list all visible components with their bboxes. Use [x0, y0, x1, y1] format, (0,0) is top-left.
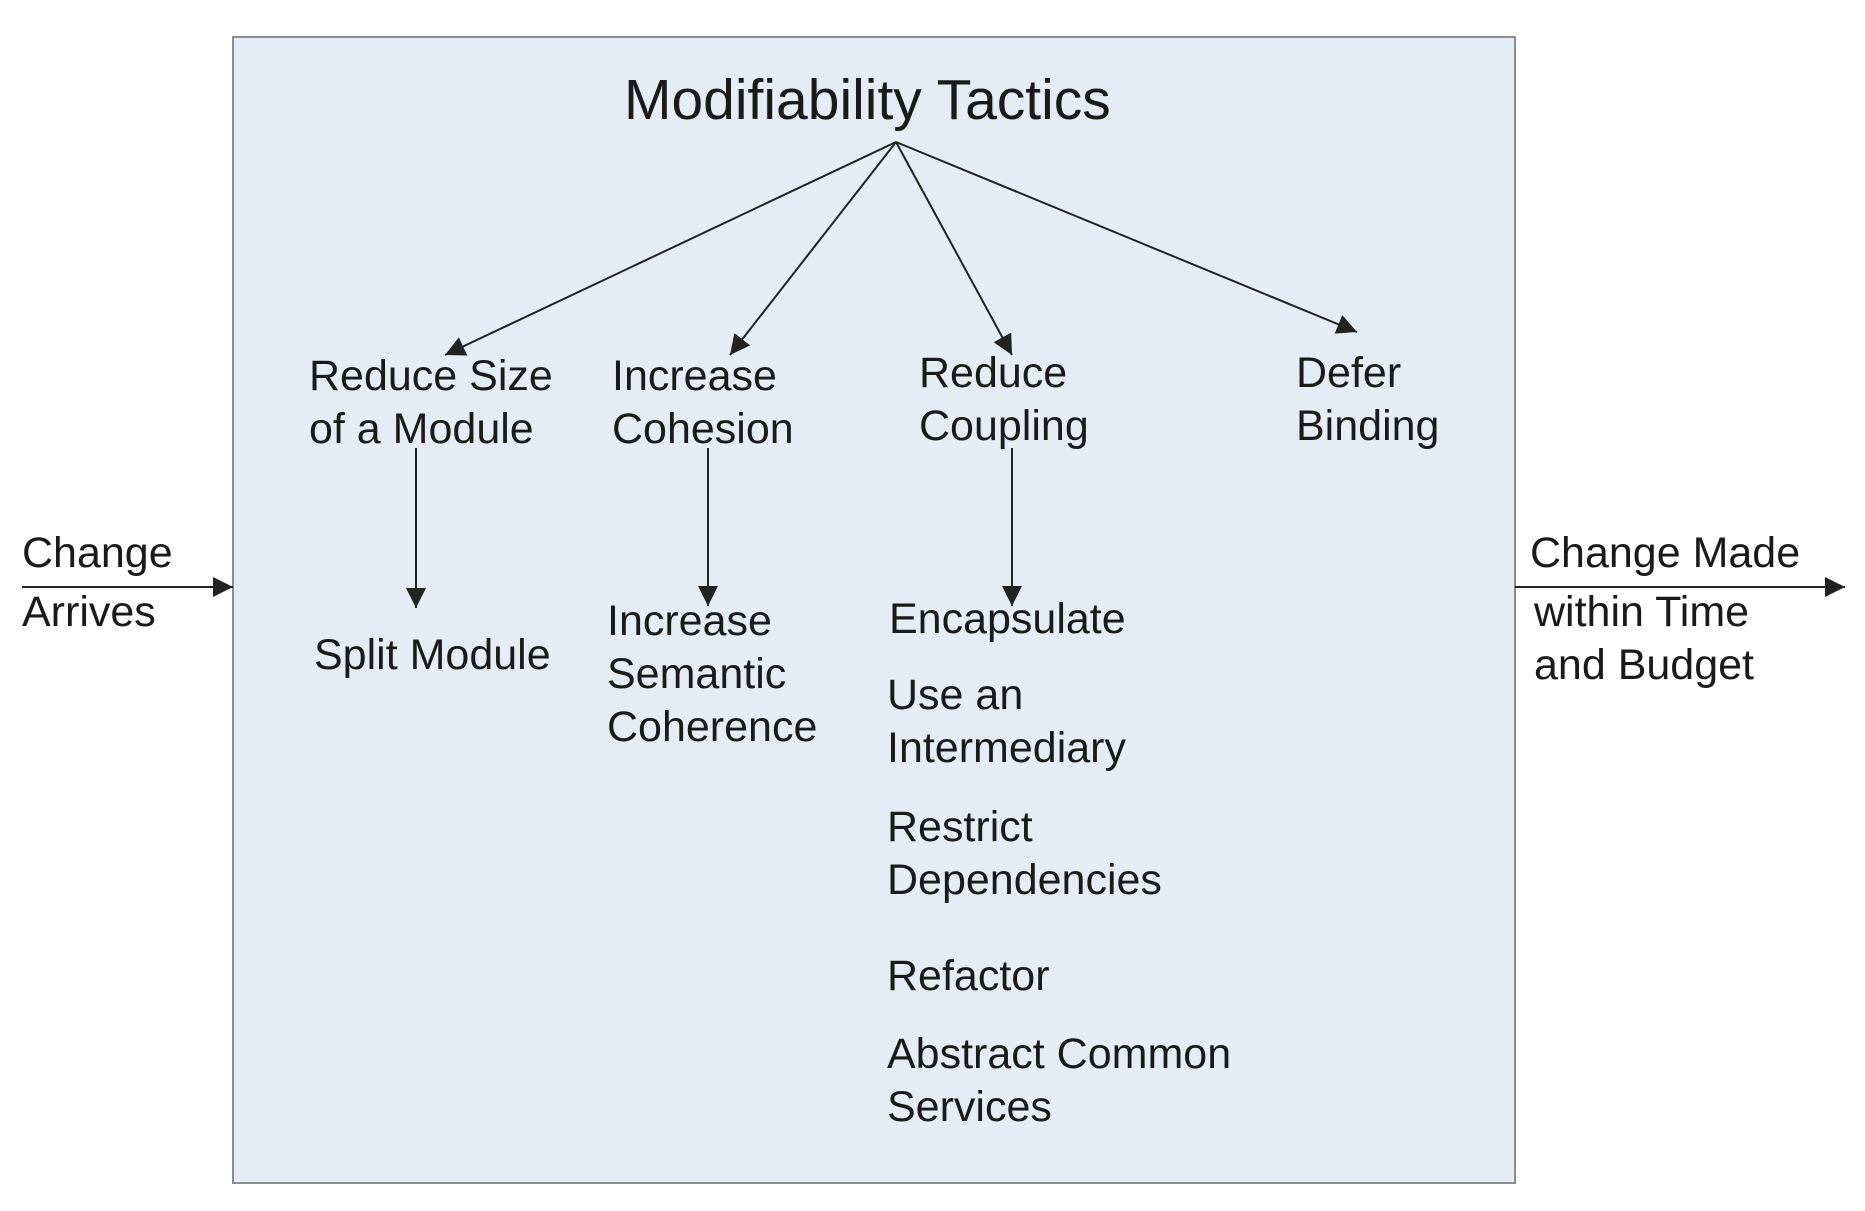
tactic-label-line: Encapsulate [889, 595, 1126, 643]
tactic-label-line: Intermediary [887, 724, 1126, 772]
output-label-line: within Time [1534, 588, 1750, 636]
tactic-label-line: Use an [887, 671, 1024, 719]
tactic-label-line: Abstract Common [887, 1030, 1232, 1078]
tactic-refactor: Refactor [887, 950, 1050, 1003]
tactic-label-line: Services [887, 1083, 1052, 1131]
category-label-line: Defer [1296, 349, 1402, 397]
category-increase-cohesion: Increase Cohesion [612, 350, 794, 456]
category-reduce-coupling: Reduce Coupling [919, 347, 1089, 453]
diagram-title: Modifiability Tactics [624, 68, 1111, 132]
output-label-line: and Budget [1534, 641, 1754, 689]
output-label-line: Change Made [1530, 529, 1801, 577]
category-label-line: Increase [612, 352, 777, 400]
arrow-title-to-increase-cohesion [729, 141, 897, 356]
category-label-line: Reduce Size [309, 352, 553, 400]
arrow-title-to-reduce-size [444, 141, 897, 356]
arrow-title-to-defer-binding [895, 141, 1358, 334]
category-label-line: Cohesion [612, 405, 794, 453]
tactic-label-line: Coherence [607, 703, 818, 751]
category-label-line: Reduce [919, 349, 1068, 397]
tactic-label-line: Dependencies [887, 856, 1162, 904]
tactic-label-line: Restrict [887, 803, 1033, 851]
category-label-line: of a Module [309, 405, 534, 453]
tactic-use-an-intermediary: Use an Intermediary [887, 669, 1126, 775]
category-defer-binding: Defer Binding [1296, 347, 1439, 453]
tactic-label-line: Refactor [887, 952, 1050, 1000]
category-label-line: Coupling [919, 402, 1089, 450]
tactic-label-line: Semantic [607, 650, 787, 698]
tactics-panel [232, 36, 1516, 1184]
input-label: Change Arrives [22, 527, 173, 639]
output-label: Change Made within Time and Budget [1530, 527, 1800, 692]
tactic-abstract-common-services: Abstract Common Services [887, 1028, 1231, 1134]
tactic-increase-semantic-coherence: Increase Semantic Coherence [607, 595, 817, 754]
tactic-split-module: Split Module [314, 629, 551, 682]
category-label-line: Binding [1296, 402, 1440, 450]
tactic-restrict-dependencies: Restrict Dependencies [887, 801, 1162, 907]
tactic-label-line: Split Module [314, 631, 551, 679]
input-label-line: Change [22, 529, 173, 577]
arrow-title-to-reduce-coupling [895, 141, 1013, 356]
category-reduce-size: Reduce Size of a Module [309, 350, 553, 456]
tactic-encapsulate: Encapsulate [889, 593, 1126, 646]
input-label-line: Arrives [22, 588, 156, 636]
tactic-label-line: Increase [607, 597, 772, 645]
